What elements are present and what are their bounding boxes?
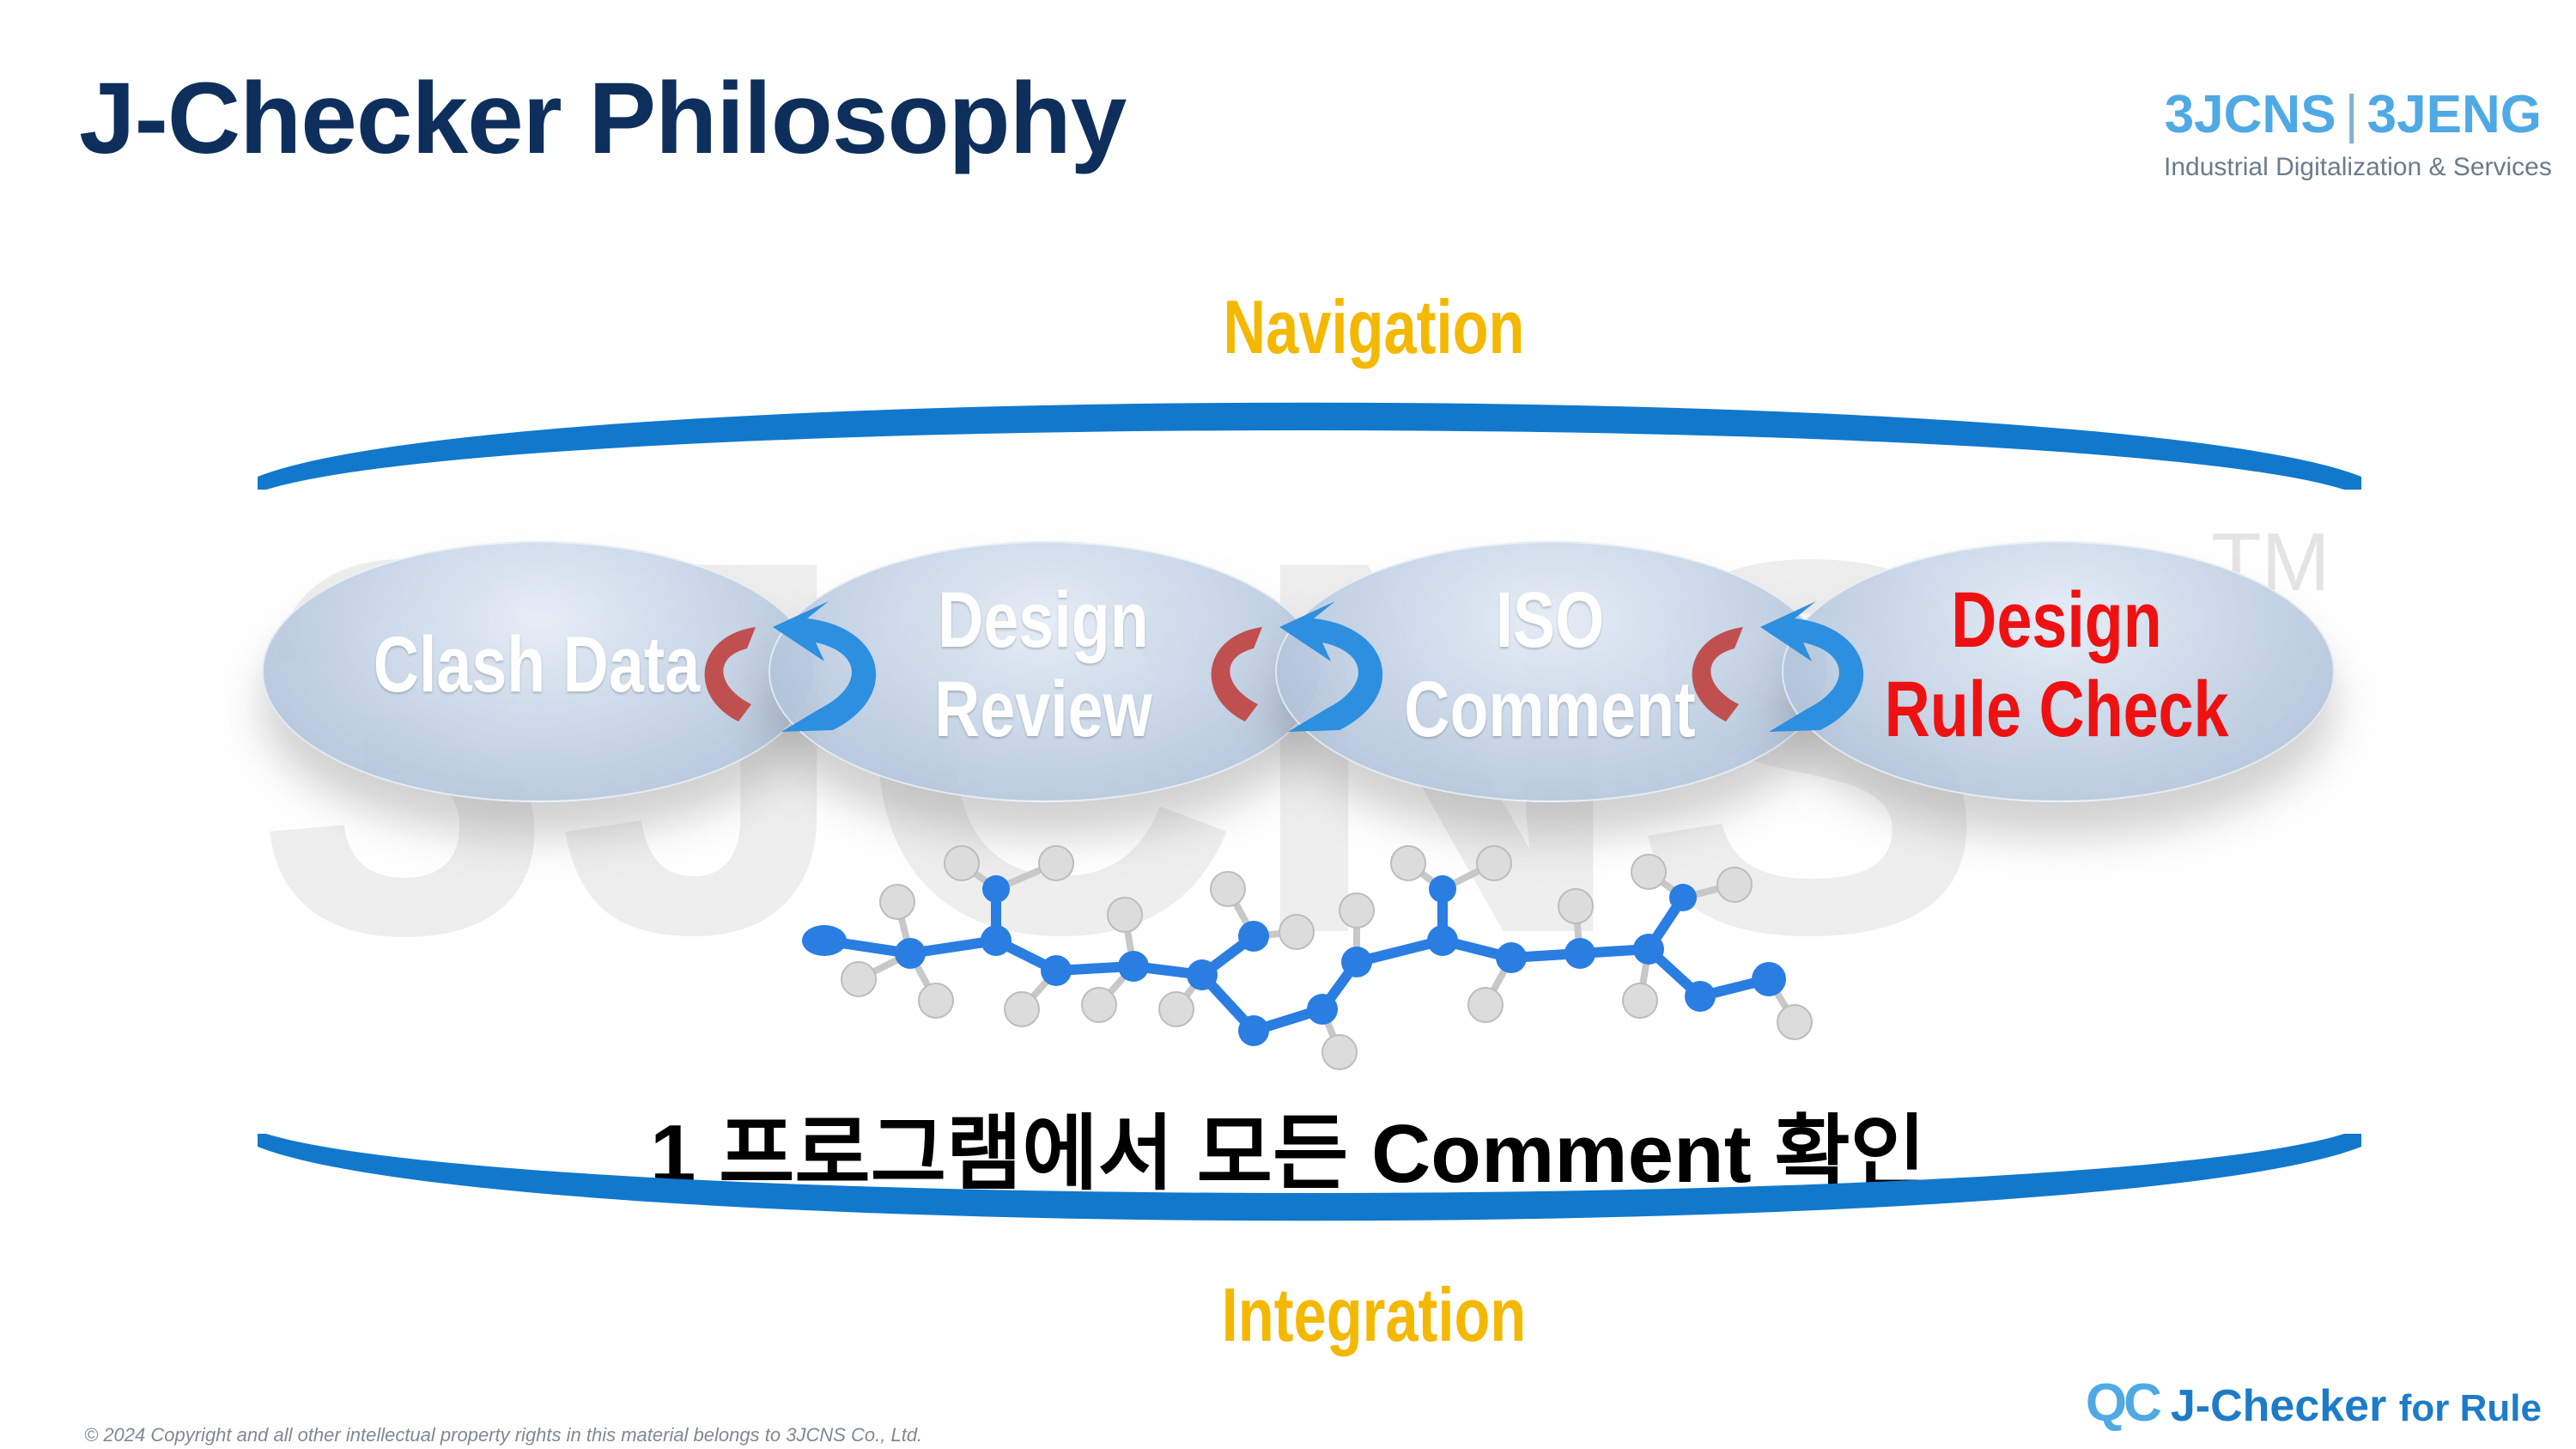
step-label-line: Review (934, 666, 1152, 753)
page-title: J-Checker Philosophy (79, 62, 1127, 175)
qc-logo-icon: QC (2085, 1373, 2162, 1433)
company-logo: 3JCNS|3JENG (2164, 84, 2542, 145)
main-message: 1 프로그램에서 모든 Comment 확인 (650, 1108, 1926, 1200)
top-band (258, 402, 2361, 490)
brand-secondary: 3JENG (2366, 85, 2542, 144)
cycle-arrow-icon (1211, 601, 1383, 732)
cycle-arrow-icon (704, 601, 877, 732)
step-label-line: Clash Data (373, 621, 701, 709)
brand-primary: 3JCNS (2164, 85, 2336, 144)
step-label-line: Design (1951, 576, 2162, 664)
step-label-line: Comment (1404, 666, 1696, 753)
step-label-clash-data: Clash Data (344, 620, 729, 709)
molecule-illustration (802, 845, 1813, 1070)
step-label-design-rule-check: Design Rule Check (1864, 575, 2249, 754)
product-suffix: for Rule (2398, 1387, 2542, 1429)
cycle-arrow-icon (1692, 601, 1864, 732)
step-label-line: Design (938, 576, 1149, 664)
step-label-line: Rule Check (1884, 666, 2229, 753)
integration-label: Integration (1221, 1272, 1527, 1357)
product-name: J-Checker (2170, 1381, 2387, 1431)
brand-separator: | (2344, 85, 2359, 144)
step-label-design-review: Design Review (851, 575, 1236, 754)
navigation-label: Navigation (1223, 284, 1525, 369)
brand-tagline: Industrial Digitalization & Services (2164, 153, 2552, 181)
step-bubble-design-rule-check (1782, 541, 2335, 802)
step-label-iso-comment: ISO Comment (1358, 575, 1742, 754)
bottom-band (258, 1134, 2361, 1221)
copyright-notice: © 2024 Copyright and all other intellect… (84, 1424, 923, 1446)
step-label-line: ISO (1495, 576, 1605, 664)
